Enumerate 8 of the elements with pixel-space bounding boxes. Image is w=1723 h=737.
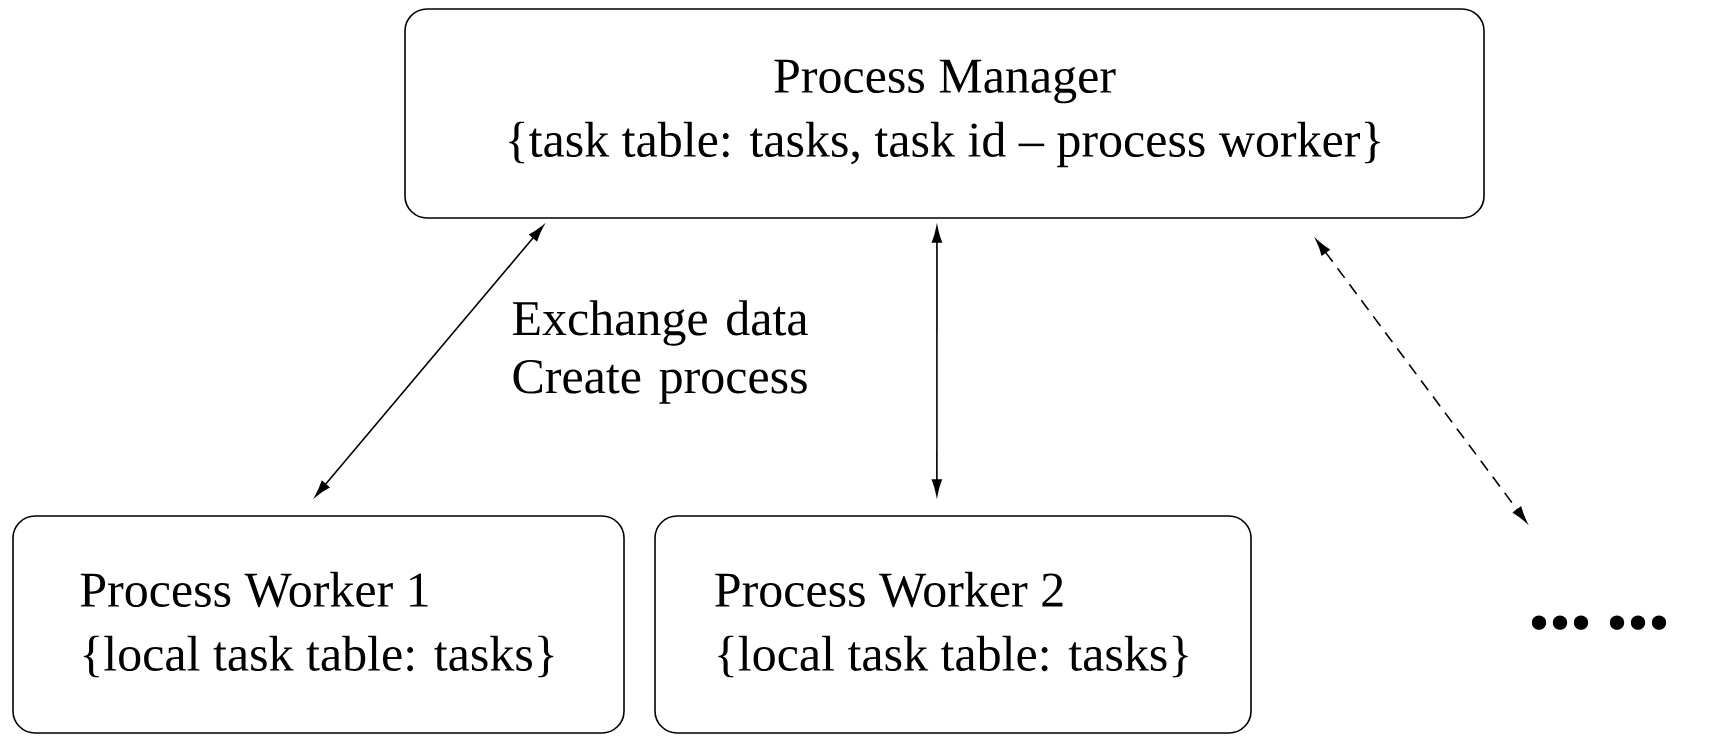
process-box: Process Worker 2 {local task table: tasks}: [654, 515, 1252, 734]
process-box: Process Manager {task table: tasks, task id – process worker}: [404, 8, 1485, 219]
arrow: [315, 225, 544, 497]
ellipsis: ••• •••: [1531, 615, 1667, 630]
edge-label: Exchange data Create process: [503, 298, 817, 406]
process-box: Process Worker 1 {local task table: tasks}: [12, 515, 625, 734]
arrow: [1315, 239, 1527, 523]
arrow: [931, 226, 943, 496]
